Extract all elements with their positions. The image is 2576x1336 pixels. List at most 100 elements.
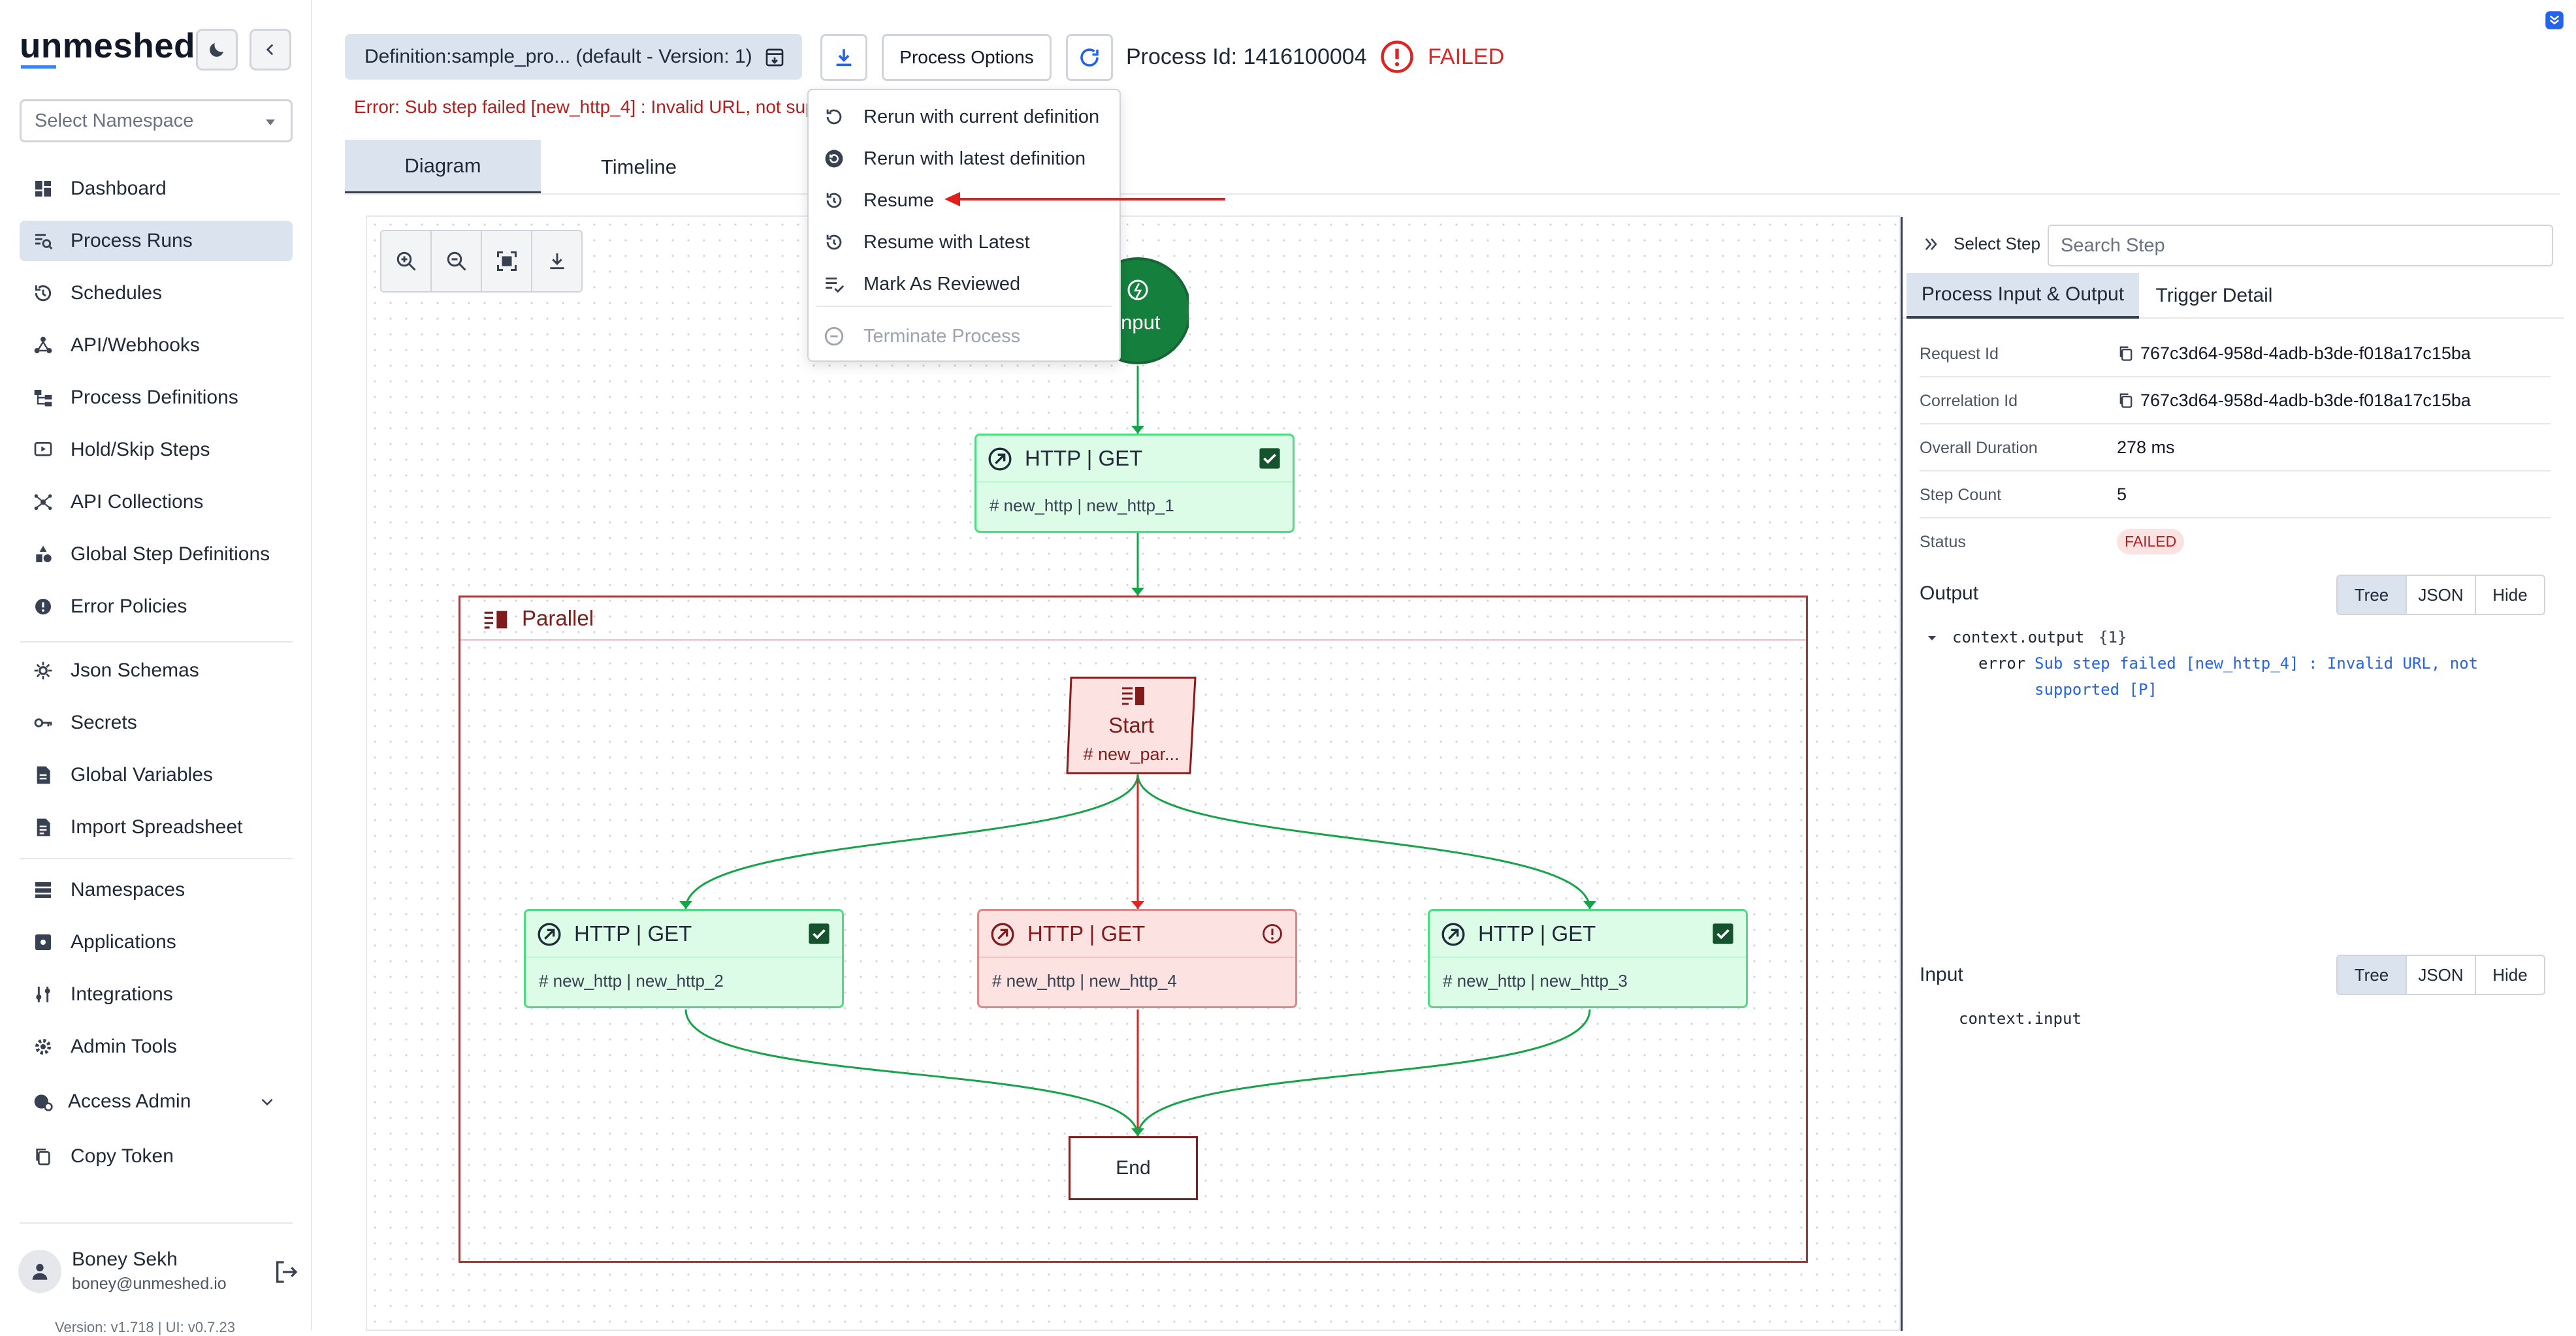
theme-toggle-button[interactable]	[196, 29, 238, 71]
input-hide-button[interactable]: Hide	[2492, 964, 2528, 985]
nav-access-admin[interactable]: Access Admin	[20, 1081, 293, 1122]
caret-down-icon	[266, 119, 275, 125]
admin-tools-icon	[33, 1036, 54, 1057]
output-error-key: error	[1978, 654, 2026, 673]
error-circle-icon	[1379, 39, 1415, 74]
nav-process-runs[interactable]: Process Runs	[20, 221, 293, 261]
export-image-button[interactable]	[532, 231, 581, 291]
status-badge: FAILED	[2117, 529, 2185, 554]
namespace-select[interactable]: Select Namespace	[20, 99, 293, 142]
resume-latest-icon	[823, 231, 845, 253]
output-tree-button[interactable]: Tree	[2338, 576, 2407, 614]
step-node-new-http-3[interactable]: HTTP | GET # new_http | new_http_3	[1428, 909, 1748, 1008]
end-node[interactable]: End	[1069, 1136, 1198, 1200]
nav-admin-tools[interactable]: Admin Tools	[20, 1026, 293, 1067]
nav-api-collections[interactable]: API Collections	[20, 482, 293, 522]
mark-reviewed-icon	[823, 273, 845, 295]
download-button[interactable]	[820, 34, 867, 81]
input-tree-button[interactable]: Tree	[2338, 956, 2407, 994]
process-runs-icon	[33, 231, 54, 251]
edge-http3-end	[1136, 1009, 1591, 1137]
error-policies-icon	[33, 596, 54, 617]
global-variables-icon	[33, 765, 54, 786]
tab-timeline[interactable]: Timeline	[601, 155, 677, 178]
nav-divider	[20, 1222, 293, 1224]
secrets-icon	[33, 712, 54, 733]
user-name: Boney Sekh	[72, 1249, 178, 1270]
correlation-id-row: Correlation Id 767c3d64-958d-4adb-b3de-f…	[1920, 377, 2551, 424]
nav-api-webhooks[interactable]: API/Webhooks	[20, 325, 293, 366]
nav-process-definitions[interactable]: Process Definitions	[20, 377, 293, 418]
copy-icon[interactable]	[2117, 343, 2135, 363]
nav-integrations[interactable]: Integrations	[20, 974, 293, 1015]
collapse-sidebar-button[interactable]	[250, 29, 291, 71]
rerun-icon	[823, 106, 845, 128]
copy-icon[interactable]	[2117, 390, 2135, 410]
process-options-menu: Rerun with current definition Rerun with…	[807, 89, 1121, 362]
output-hide-button[interactable]: Hide	[2492, 584, 2528, 605]
caret-down-icon[interactable]	[1926, 632, 1938, 644]
tab-process-input-output[interactable]: Process Input & Output	[1907, 273, 2139, 319]
search-step-input[interactable]: Search Step	[2048, 225, 2553, 266]
step-node-new-http-2[interactable]: HTTP | GET # new_http | new_http_2	[524, 909, 844, 1008]
nav-applications[interactable]: Applications	[20, 922, 293, 962]
zoom-out-icon	[447, 251, 466, 271]
parallel-start-node[interactable]: Start # new_par...	[1066, 676, 1197, 774]
fit-view-button[interactable]	[482, 231, 532, 291]
nav-json-schemas[interactable]: Json Schemas	[20, 650, 293, 691]
menu-item-mark-reviewed[interactable]: Mark As Reviewed	[809, 264, 1119, 304]
tab-diagram[interactable]: Diagram	[345, 140, 541, 195]
output-json-button[interactable]: JSON	[2407, 576, 2476, 614]
nav-error-policies[interactable]: Error Policies	[20, 586, 293, 627]
nav-global-variables[interactable]: Global Variables	[20, 755, 293, 795]
fit-view-icon	[496, 251, 517, 271]
download-icon	[836, 49, 852, 67]
avatar	[18, 1250, 61, 1293]
tab-trigger-detail[interactable]: Trigger Detail	[2155, 285, 2273, 306]
zoom-in-button[interactable]	[381, 231, 432, 291]
edge-http2-end	[684, 1009, 1139, 1137]
zoom-out-button[interactable]	[432, 231, 482, 291]
hold-skip-icon	[33, 439, 54, 460]
nav-dashboard[interactable]: Dashboard	[20, 168, 293, 209]
definition-link[interactable]: Definition:sample_pro... (default - Vers…	[345, 34, 802, 80]
rerun-latest-icon	[823, 148, 845, 170]
menu-item-rerun-latest[interactable]: Rerun with latest definition	[809, 138, 1119, 179]
logout-button[interactable]	[273, 1259, 299, 1285]
input-json-button[interactable]: JSON	[2407, 956, 2476, 994]
user-icon	[32, 1264, 48, 1280]
nav-schedules[interactable]: Schedules	[20, 273, 293, 313]
parallel-container[interactable]: Parallel	[459, 596, 1808, 1263]
nav-hold-skip-steps[interactable]: Hold/Skip Steps	[20, 430, 293, 470]
nav-global-step-definitions[interactable]: Global Step Definitions	[20, 534, 293, 575]
menu-item-rerun-current[interactable]: Rerun with current definition	[809, 97, 1119, 137]
refresh-button[interactable]	[1066, 34, 1113, 81]
step-node-new-http-1[interactable]: HTTP | GET # new_http | new_http_1	[974, 434, 1295, 533]
http-step-icon	[990, 921, 1016, 947]
step-node-new-http-4[interactable]: HTTP | GET # new_http | new_http_4	[977, 909, 1297, 1008]
resume-icon	[823, 189, 845, 212]
nav-copy-token[interactable]: Copy Token	[20, 1136, 293, 1177]
process-definitions-icon	[33, 387, 54, 408]
detail-tabs: Process Input & Output Trigger Detail	[1903, 273, 2564, 319]
input-view-toggle: Tree JSON Hide	[2336, 955, 2545, 995]
expand-icon[interactable]	[2545, 10, 2564, 30]
request-id-row: Request Id 767c3d64-958d-4adb-b3de-f018a…	[1920, 330, 2551, 377]
menu-item-resume[interactable]: Resume	[809, 180, 1119, 221]
view-tabs: Diagram Timeline	[345, 140, 737, 195]
nav-namespaces[interactable]: Namespaces	[20, 870, 293, 910]
edge-start-http2	[684, 774, 1139, 910]
dashboard-icon	[33, 178, 54, 199]
open-definition-icon	[764, 47, 785, 68]
double-chevron-right-icon[interactable]	[1922, 235, 1940, 253]
nav-secrets[interactable]: Secrets	[20, 703, 293, 743]
download-icon	[549, 253, 564, 270]
nav-import-spreadsheet[interactable]: Import Spreadsheet	[20, 807, 293, 848]
error-message: Error: Sub step failed [new_http_4] : In…	[354, 97, 811, 117]
process-options-button[interactable]: Process Options	[882, 34, 1052, 81]
input-root-key: context.input	[1959, 1010, 2082, 1028]
tabs-divider	[345, 193, 2560, 195]
error-circle-icon	[1261, 923, 1283, 945]
menu-item-resume-latest[interactable]: Resume with Latest	[809, 222, 1119, 262]
